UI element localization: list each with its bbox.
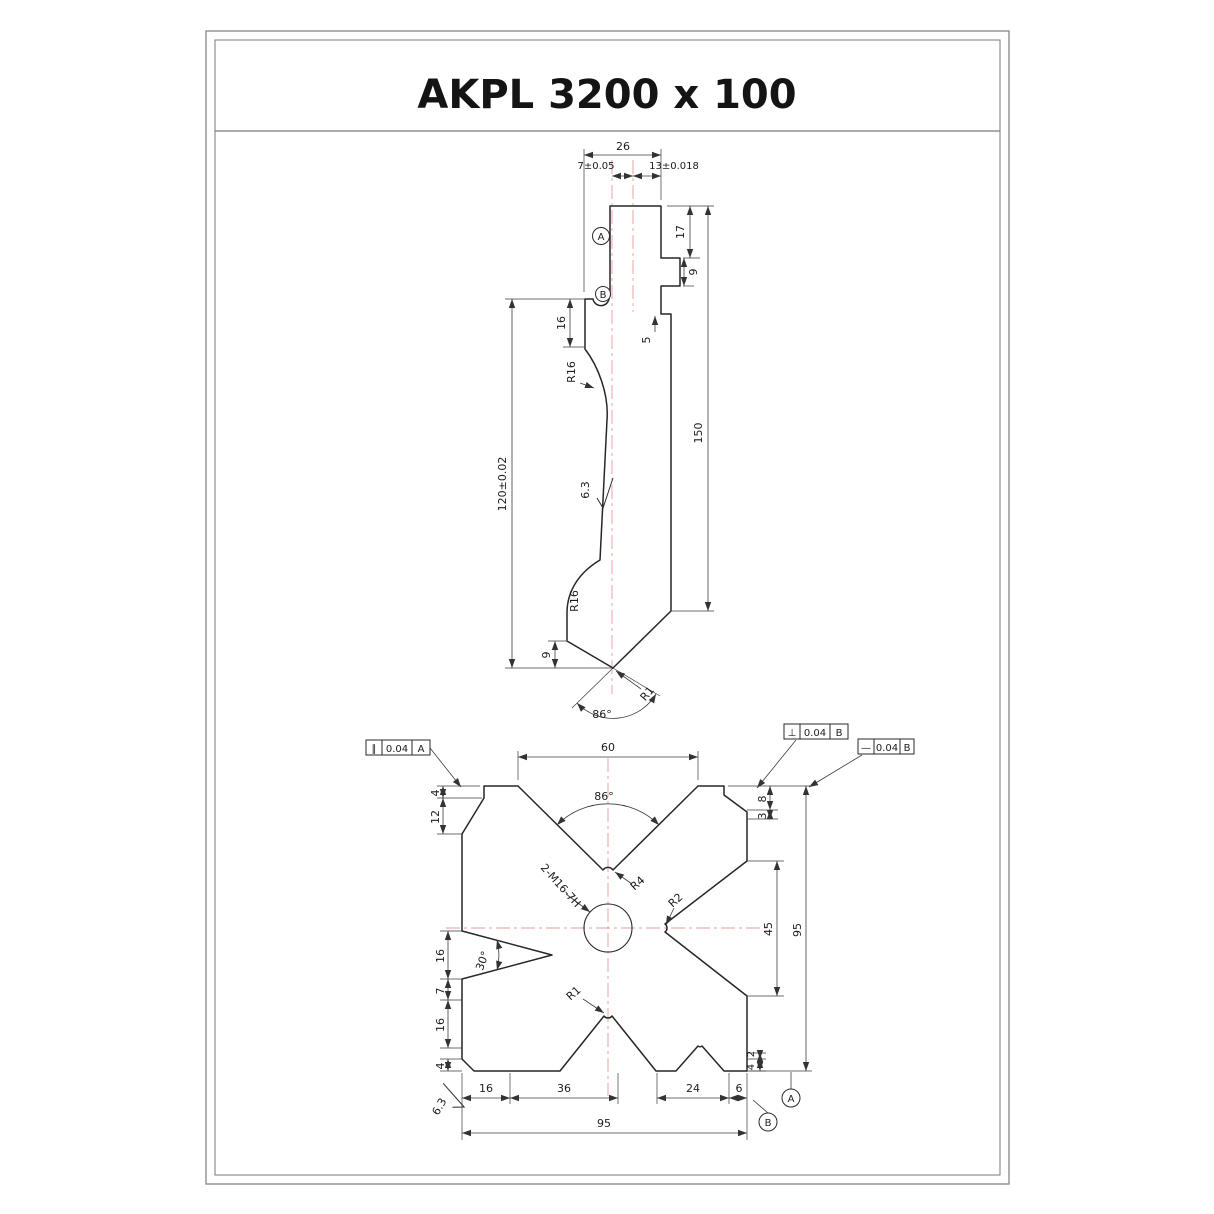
fcf-datum-ref: A [418, 744, 425, 755]
roughness-value: 6.3 [430, 1096, 450, 1118]
die-surface-finish: 6.3 [430, 1083, 466, 1118]
dim-9-tip: 9 [540, 652, 553, 659]
datum-b-label: B [765, 1118, 772, 1129]
angle-86-groove: 86° [594, 790, 614, 803]
radius-r4: R4 [628, 874, 648, 893]
radius-r1-tip: R1 [638, 684, 657, 704]
dim-36-bottom: 36 [557, 1082, 571, 1095]
dim-95-right: 95 [791, 923, 804, 937]
fcf-tolerance: 0.04 [386, 744, 408, 755]
dim-5: 5 [640, 337, 653, 344]
dim-16: 16 [555, 316, 568, 330]
punch-leader-lines [579, 316, 659, 690]
dim-2-right: 2 [746, 1051, 757, 1057]
fcf-straightness-b: — 0.04 B [857, 738, 915, 755]
angle-30: 30° [473, 949, 492, 972]
die-leader-lines [429, 739, 863, 1014]
dim-3: 3 [756, 813, 769, 820]
dim-6-bottom: 6 [736, 1082, 743, 1095]
dim-95-bottom: 95 [597, 1117, 611, 1130]
page-title: AKPL 3200 x 100 [417, 72, 796, 118]
dim-120-tol: 120±0.02 [496, 457, 509, 512]
dim-24-bottom: 24 [686, 1082, 700, 1095]
dim-4-right: 4 [746, 1064, 757, 1070]
angle-86-tip: 86° [592, 708, 612, 721]
punch-centerlines [611, 160, 634, 694]
dim-16-left-a: 16 [434, 949, 447, 963]
radius-r16-lower: R16 [568, 590, 581, 612]
die-datum-b: B [752, 1099, 778, 1132]
dim-4-top-left: 4 [429, 790, 442, 797]
dim-16-bottom: 16 [479, 1082, 493, 1095]
dim-9-notch: 9 [687, 269, 700, 276]
dim-150: 150 [692, 423, 705, 444]
dim-8: 8 [756, 796, 769, 803]
dim-12: 12 [429, 810, 442, 824]
radius-r1: R1 [564, 984, 584, 1003]
thread-callout: 2-M16-7H [538, 861, 584, 910]
surface-finish-icon [442, 1083, 466, 1108]
fcf-symbol: ∥ [372, 744, 377, 755]
punch-profile-view: 26 7±0.05 13±0.018 17 9 5 16 R16 120±0.0… [496, 140, 714, 721]
datum-b-label: B [600, 290, 607, 301]
radius-r16-upper: R16 [565, 361, 578, 383]
dim-16-left-b: 16 [434, 1018, 447, 1032]
dim-17: 17 [674, 225, 687, 239]
roughness-value: 6.3 [579, 481, 592, 499]
datum-a-label: A [788, 1094, 795, 1105]
tapped-hole [583, 903, 633, 953]
dim-13-tol: 13±0.018 [649, 161, 699, 172]
die-centerlines [446, 758, 772, 1096]
dim-45: 45 [762, 922, 775, 936]
dim-60: 60 [601, 741, 615, 754]
fcf-datum-ref: B [836, 728, 843, 739]
die-outline [461, 785, 748, 1072]
fcf-tolerance: 0.04 [804, 728, 826, 739]
fcf-symbol: — [861, 743, 871, 754]
sheet-border-outer [205, 30, 1010, 1185]
fcf-symbol: ⊥ [788, 728, 797, 739]
die-section-view: 60 86° R4 R2 2-M16-7H 45 95 30° R1 4 12 … [365, 723, 915, 1140]
sheet-border-inner [214, 39, 1001, 1176]
fcf-parallelism-a: ∥ 0.04 A [365, 739, 431, 756]
punch-outline [566, 205, 681, 669]
fcf-perpendicularity-b: ⊥ 0.04 B [783, 723, 849, 740]
dim-7-tol: 7±0.05 [577, 161, 614, 172]
die-dimension-lines [439, 753, 810, 1137]
die-datum-a: A [781, 1072, 801, 1108]
datum-a-label: A [598, 232, 605, 243]
dim-26: 26 [616, 140, 630, 153]
fcf-tolerance: 0.04 [876, 743, 898, 754]
punch-dimension-lines [508, 151, 712, 719]
dim-4-bottom-left: 4 [434, 1063, 447, 1070]
surface-finish-icon [596, 477, 614, 510]
dim-7-left: 7 [434, 988, 447, 995]
punch-datum-b: B [595, 286, 611, 302]
radius-r2: R2 [666, 891, 686, 910]
punch-datum-a: A [592, 227, 610, 245]
fcf-datum-ref: B [904, 743, 911, 754]
